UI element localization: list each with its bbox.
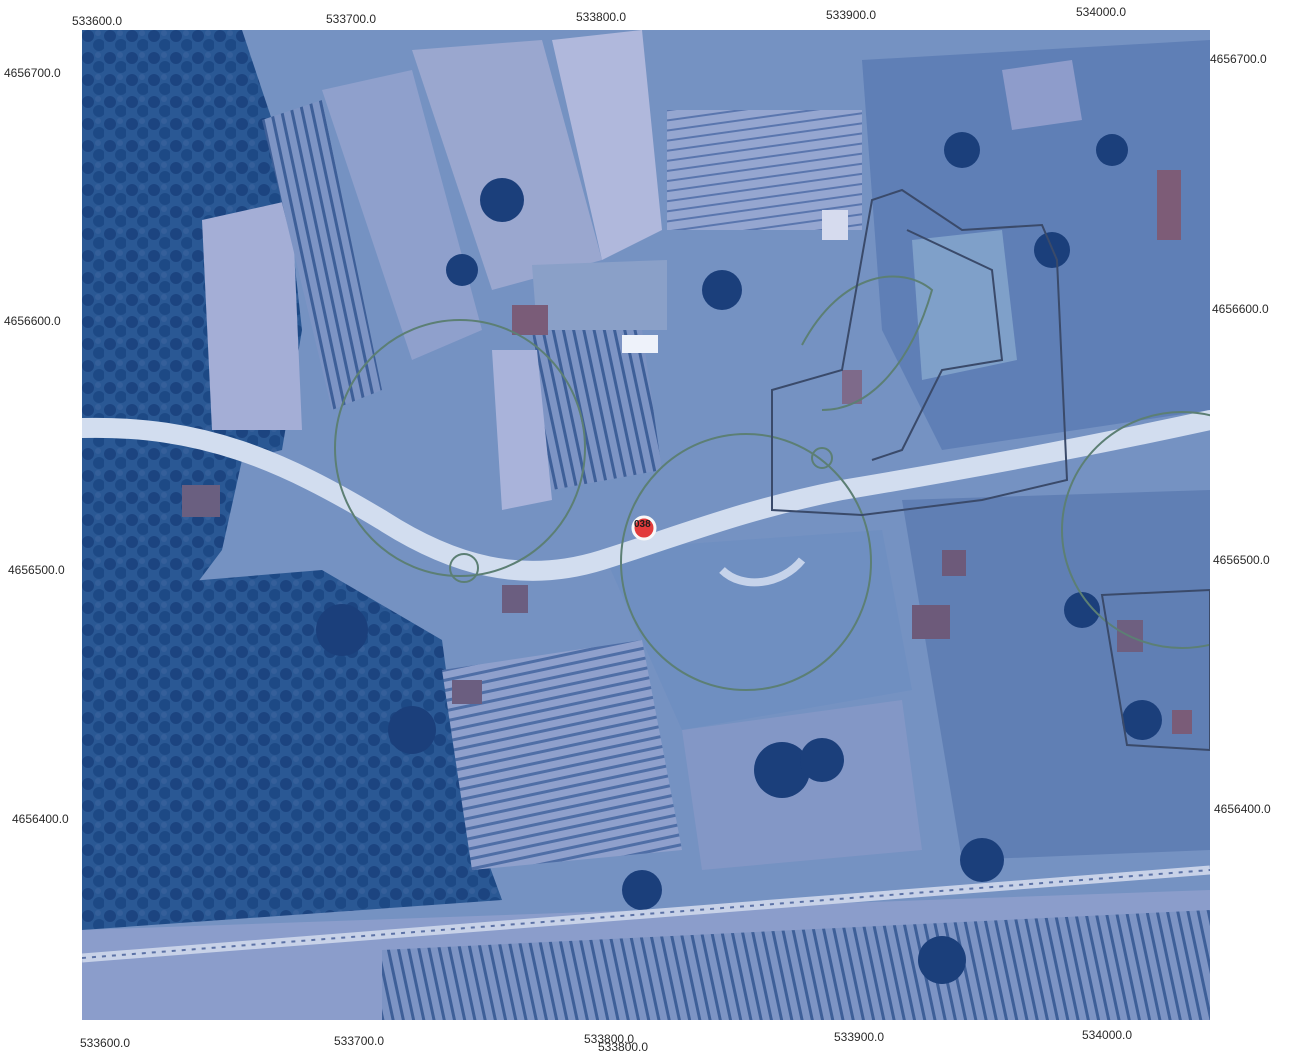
field xyxy=(412,40,602,290)
survey-overlay xyxy=(334,275,1210,691)
left-northing-label: 4656500.0 xyxy=(8,563,65,577)
bottom-easting-label: 533700.0 xyxy=(334,1034,385,1048)
built-area xyxy=(902,490,1210,860)
top-easting-label: 533900.0 xyxy=(826,8,877,22)
field xyxy=(552,30,662,260)
field xyxy=(532,260,667,330)
built-area xyxy=(602,530,912,730)
aerial-map[interactable]: 038 xyxy=(82,30,1210,1020)
tree-cluster xyxy=(316,132,1162,984)
vineyard xyxy=(442,640,682,870)
orchard xyxy=(667,110,862,230)
field xyxy=(202,200,302,430)
right-northing-label: 4656700.0 xyxy=(1210,52,1267,66)
top-easting-label: 534000.0 xyxy=(1076,5,1127,19)
bottom-easting-label: 534000.0 xyxy=(1082,1028,1133,1042)
top-easting-label: 533700.0 xyxy=(326,12,377,26)
orchard xyxy=(382,910,1210,1020)
buildings xyxy=(182,170,1192,734)
right-northing-label: 4656600.0 xyxy=(1212,302,1269,316)
field xyxy=(912,230,1017,380)
field xyxy=(492,350,552,510)
bottom-easting-label: 533800.0 xyxy=(584,1032,635,1046)
left-northing-label: 4656700.0 xyxy=(4,66,61,80)
field xyxy=(1002,60,1082,130)
marker-dot xyxy=(631,515,657,541)
left-northing-label: 4656400.0 xyxy=(12,812,69,826)
main-road xyxy=(82,410,1210,581)
vineyard xyxy=(262,100,382,410)
side-road xyxy=(719,557,806,587)
bottom-easting-label: 533800.0 xyxy=(598,1040,649,1054)
right-northing-label: 4656400.0 xyxy=(1214,802,1271,816)
top-easting-label: 533600.0 xyxy=(72,14,123,28)
left-northing-label: 4656600.0 xyxy=(4,314,61,328)
orchard xyxy=(532,330,662,490)
map-canvas: 038 xyxy=(82,30,1210,1020)
survey-point-marker[interactable]: 038 xyxy=(631,515,657,541)
bottom-easting-label: 533900.0 xyxy=(834,1030,885,1044)
marker-label: 038 xyxy=(634,519,651,530)
top-easting-label: 533800.0 xyxy=(576,10,627,24)
right-northing-label: 4656500.0 xyxy=(1213,553,1270,567)
field xyxy=(322,70,482,360)
bottom-easting-label: 533600.0 xyxy=(80,1036,131,1050)
railway xyxy=(82,869,1210,959)
parcel-outline xyxy=(771,188,1210,752)
forest-area xyxy=(82,570,502,930)
